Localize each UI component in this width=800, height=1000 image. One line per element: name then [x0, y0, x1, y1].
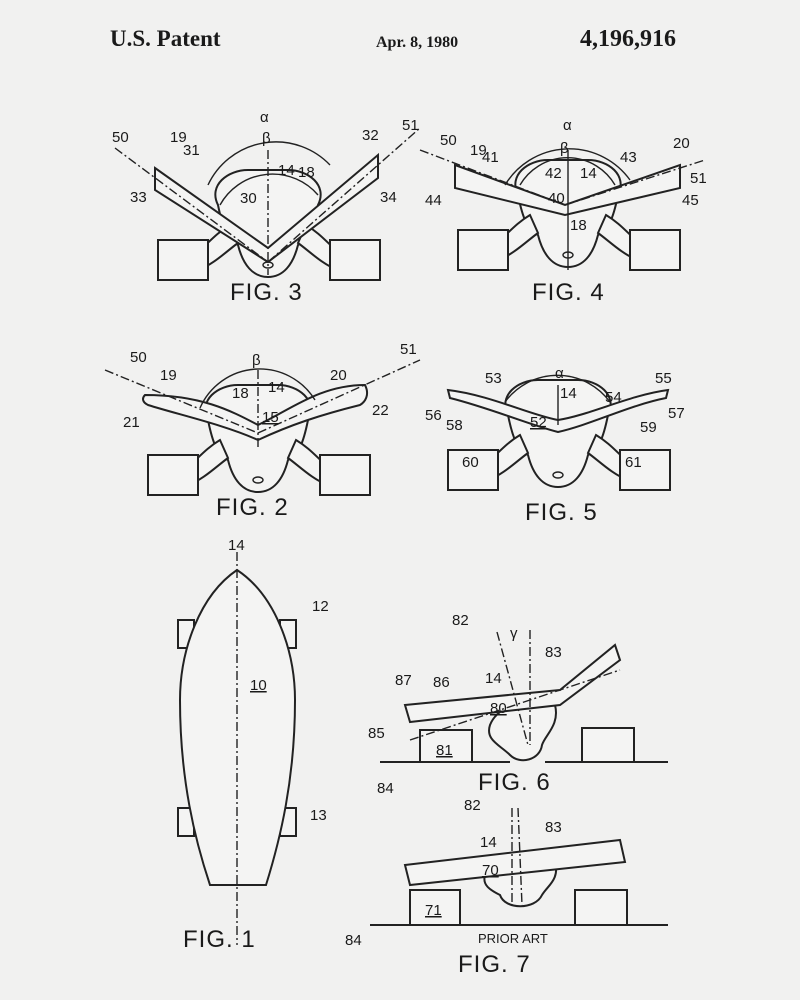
ref-label: 14 — [560, 385, 577, 402]
ref-label: 18 — [298, 164, 315, 181]
angle-label: β — [252, 352, 261, 369]
ref-label: 87 — [395, 672, 412, 689]
ref-label: 13 — [310, 807, 327, 824]
ref-label: 10 — [250, 677, 267, 694]
ref-label: 14 — [480, 834, 497, 851]
patent-number: 4,196,916 — [580, 26, 676, 52]
ref-label: 31 — [183, 142, 200, 159]
ref-label: 21 — [123, 414, 140, 431]
ref-label: 57 — [668, 405, 685, 422]
figure-caption: FIG. 4 — [532, 279, 605, 306]
ref-label: 50 — [440, 132, 457, 149]
ref-label: 83 — [545, 819, 562, 836]
figure-1: 14 12 10 13 FIG. 1 — [177, 537, 329, 953]
ref-label: 43 — [620, 149, 637, 166]
ref-label: 54 — [605, 389, 622, 406]
ref-label: 55 — [655, 370, 672, 387]
ref-label: 86 — [433, 674, 450, 691]
ref-label: 83 — [545, 644, 562, 661]
ref-label: 84 — [377, 780, 394, 797]
ref-label: 70 — [482, 862, 499, 879]
ref-label: 44 — [425, 192, 442, 209]
ref-label: 32 — [362, 127, 379, 144]
figure-caption: FIG. 3 — [230, 279, 303, 306]
ref-label: 14 — [268, 379, 285, 396]
ref-label: 30 — [240, 190, 257, 207]
angle-label: β — [262, 130, 271, 147]
ref-label: 51 — [400, 341, 417, 358]
figure-5: α 53 14 54 55 56 58 52 59 57 60 61 FIG. … — [425, 365, 685, 526]
ref-label: 50 — [130, 349, 147, 366]
ref-label: 61 — [625, 454, 642, 471]
ref-label: 19 — [160, 367, 177, 384]
figure-caption: FIG. 6 — [478, 769, 551, 796]
ref-label: 59 — [640, 419, 657, 436]
figure-3: 50 19 31 α β 14 18 32 51 33 30 34 FIG. 3 — [112, 109, 421, 306]
ref-label: 81 — [436, 742, 453, 759]
ref-label: 45 — [682, 192, 699, 209]
ref-label: 22 — [372, 402, 389, 419]
ref-label: 85 — [368, 725, 385, 742]
angle-label: α — [260, 109, 269, 126]
patent-office-label: U.S. Patent — [110, 26, 221, 51]
ref-label: 33 — [130, 189, 147, 206]
figure-6: 82 γ 83 87 86 14 80 85 81 84 FIG. 6 — [368, 612, 668, 797]
ref-label: 40 — [548, 190, 565, 207]
ref-label: 82 — [452, 612, 469, 629]
angle-label: α — [555, 365, 564, 382]
ref-label: 51 — [690, 170, 707, 187]
figure-4: 50 19 41 α β 42 14 43 20 51 44 40 18 45 … — [419, 117, 707, 306]
ref-label: 84 — [345, 932, 362, 949]
ref-label: 41 — [482, 149, 499, 166]
ref-label: 14 — [278, 162, 295, 179]
ref-label: 51 — [402, 117, 419, 134]
ref-label: 18 — [570, 217, 587, 234]
ref-label: 14 — [580, 165, 597, 182]
figure-caption: FIG. 2 — [216, 494, 289, 521]
ref-label: 50 — [112, 129, 129, 146]
angle-label: β — [560, 140, 569, 157]
figure-caption: FIG. 7 — [458, 951, 531, 978]
patent-date: Apr. 8, 1980 — [376, 34, 459, 51]
ref-label: 56 — [425, 407, 442, 424]
ref-label: 82 — [464, 797, 481, 814]
ref-label: 34 — [380, 189, 397, 206]
ref-label: 52 — [530, 414, 547, 431]
angle-label: γ — [510, 625, 518, 642]
ref-label: 12 — [312, 598, 329, 615]
ref-label: 53 — [485, 370, 502, 387]
ref-label: 20 — [330, 367, 347, 384]
figure-2: 50 19 β 18 14 20 51 21 15 22 FIG. 2 — [104, 341, 421, 521]
ref-label: 18 — [232, 385, 249, 402]
ref-label: 71 — [425, 902, 442, 919]
ref-label: 42 — [545, 165, 562, 182]
ref-label: 80 — [490, 700, 507, 717]
ref-label: 20 — [673, 135, 690, 152]
figure-caption: FIG. 5 — [525, 499, 598, 526]
prior-art-note: PRIOR ART — [478, 931, 548, 946]
figure-7: 82 83 14 70 71 84 PRIOR ART FIG. 7 — [345, 797, 668, 978]
ref-label: 58 — [446, 417, 463, 434]
figure-caption: FIG. 1 — [183, 926, 256, 953]
angle-label: α — [563, 117, 572, 134]
ref-label: 60 — [462, 454, 479, 471]
ref-label: 14 — [485, 670, 502, 687]
ref-label: 19 — [470, 142, 487, 159]
ref-label: 14 — [228, 537, 245, 554]
ref-label: 15 — [262, 409, 279, 426]
ref-label: 19 — [170, 129, 187, 146]
